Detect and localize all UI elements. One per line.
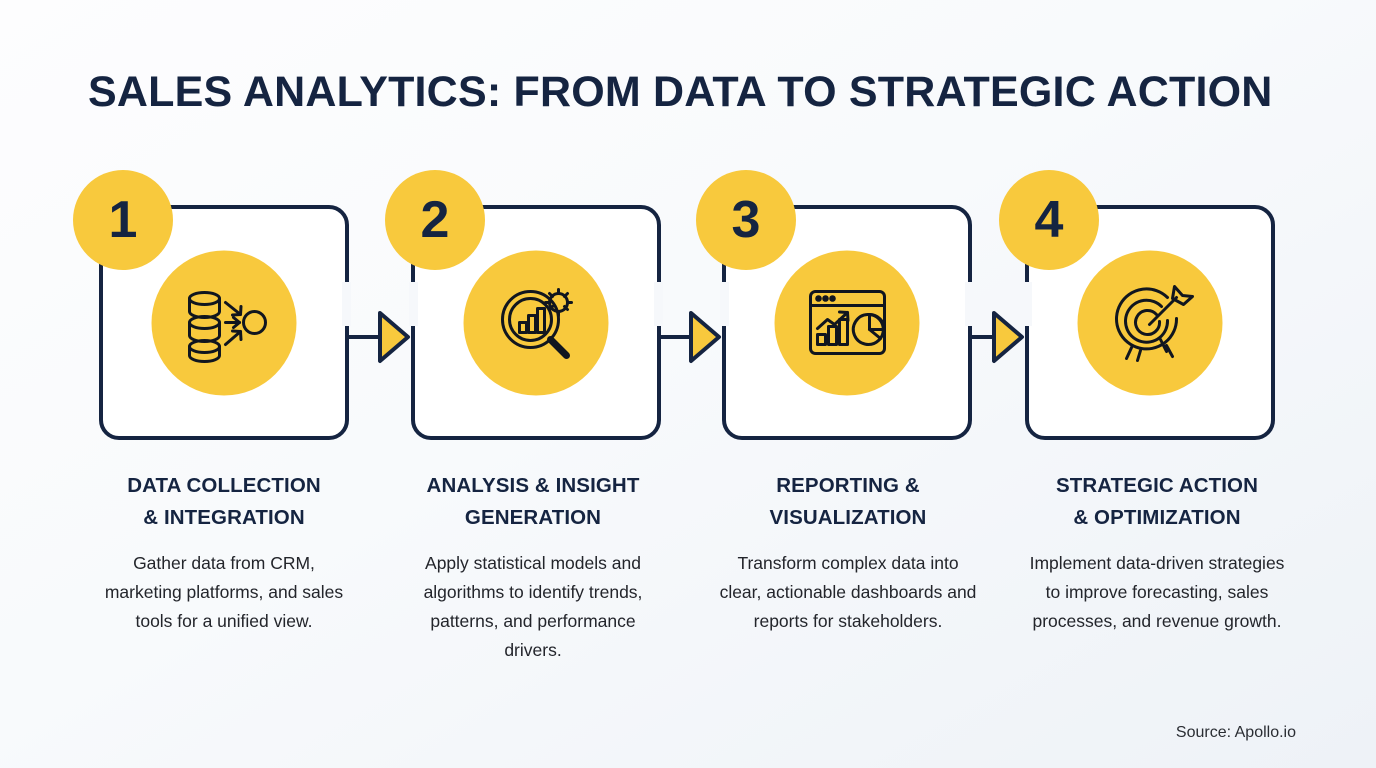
dashboard-charts-icon bbox=[808, 290, 886, 355]
step-card-3 bbox=[720, 205, 974, 440]
step-title-1-line2: & INTEGRATION bbox=[143, 506, 305, 530]
step-number-badge-3: 3 bbox=[696, 170, 796, 270]
step-title-4-line1: STRATEGIC ACTION bbox=[1055, 474, 1259, 497]
step-number-badge-2: 2 bbox=[385, 170, 485, 270]
step-title-1: DATA COLLECTION & INTEGRATION bbox=[94, 470, 354, 535]
step-title-4: STRATEGIC ACTION & OPTIMIZATION bbox=[1027, 470, 1287, 535]
page-title: SALES ANALYTICS: FROM DATA TO STRATEGIC … bbox=[88, 68, 1273, 116]
arrow-step-2-to-3 bbox=[661, 309, 722, 365]
magnifier-bar-chart-gear-icon bbox=[500, 288, 573, 359]
step-description-4: Implement data-driven strategies to impr… bbox=[1029, 552, 1285, 631]
step-number-1: 1 bbox=[108, 191, 138, 249]
connector-notch bbox=[965, 282, 974, 326]
connector-notch bbox=[654, 282, 663, 326]
step-title-3: REPORTING & VISUALIZATION bbox=[718, 470, 978, 535]
step-caption-3: REPORTING & VISUALIZATION Transform comp… bbox=[718, 470, 978, 636]
step-number-4: 4 bbox=[1034, 191, 1064, 249]
step-number-3: 3 bbox=[731, 191, 761, 249]
process-step-3[interactable]: 3 bbox=[696, 170, 974, 440]
process-step-1[interactable]: 1 bbox=[73, 170, 351, 440]
step-number-badge-1: 1 bbox=[73, 170, 173, 270]
connector-notch bbox=[1023, 282, 1032, 326]
arrow-step-3-to-4 bbox=[972, 309, 1025, 365]
step-caption-1: DATA COLLECTION & INTEGRATION Gather dat… bbox=[94, 470, 354, 636]
icon-badge-3 bbox=[774, 250, 920, 395]
step-number-badge-4: 4 bbox=[999, 170, 1099, 270]
connector-notch bbox=[342, 282, 351, 326]
icon-badge-1 bbox=[151, 250, 297, 395]
source-attribution: Source: Apollo.io bbox=[1175, 724, 1296, 741]
step-title-3-line2: VISUALIZATION bbox=[769, 506, 927, 530]
step-description-2: Apply statistical models and algorithms … bbox=[423, 552, 643, 660]
step-description-3: Transform complex data into clear, actio… bbox=[719, 552, 977, 631]
step-caption-4: STRATEGIC ACTION & OPTIMIZATION Implemen… bbox=[1027, 470, 1287, 636]
step-title-3-line1: REPORTING & bbox=[776, 474, 920, 497]
step-number-2: 2 bbox=[420, 191, 450, 249]
connector-notch bbox=[409, 282, 418, 326]
step-title-2-line1: ANALYSIS & INSIGHT bbox=[426, 474, 640, 497]
step-description-1: Gather data from CRM, marketing platform… bbox=[104, 552, 344, 631]
icon-badge-4 bbox=[1077, 250, 1223, 395]
step-title-2: ANALYSIS & INSIGHT GENERATION bbox=[403, 470, 663, 535]
database-integration-icon bbox=[187, 291, 267, 363]
connector-notch bbox=[720, 282, 729, 326]
process-flow: 1 2 bbox=[0, 170, 1376, 445]
step-title-2-line2: GENERATION bbox=[464, 506, 602, 530]
arrow-step-1-to-2 bbox=[349, 309, 411, 365]
step-title-1-line1: DATA COLLECTION bbox=[127, 474, 321, 497]
target-arrow-icon bbox=[1114, 285, 1194, 362]
icon-badge-2 bbox=[463, 250, 609, 395]
step-caption-2: ANALYSIS & INSIGHT GENERATION Apply stat… bbox=[403, 470, 663, 665]
process-step-4[interactable]: 4 bbox=[999, 170, 1275, 440]
process-step-2[interactable]: 2 bbox=[385, 170, 663, 440]
step-title-4-line2: & OPTIMIZATION bbox=[1073, 506, 1241, 530]
